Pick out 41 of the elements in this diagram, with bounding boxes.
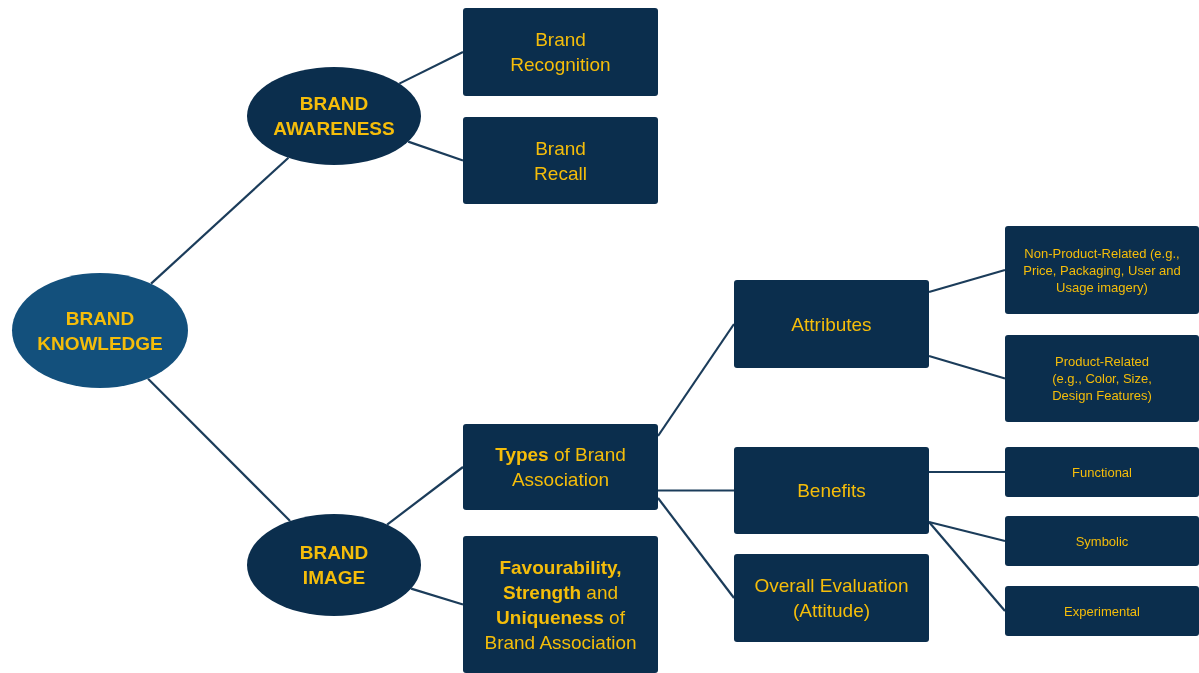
- node-label: Types of Brand Association: [494, 443, 627, 492]
- concept-box: [734, 447, 929, 534]
- node-label: Brand Recognition: [509, 28, 612, 77]
- concept-box: [463, 8, 658, 96]
- node-label: Non-Product-Related (e.g., Price, Packaging, User and Usage imagery): [1022, 244, 1182, 296]
- node-label: Attributes: [791, 312, 872, 337]
- node-label: Experimental: [1064, 602, 1140, 620]
- node-label: Overall Evaluation (Attitude): [753, 574, 910, 623]
- node-label: BRAND IMAGE: [298, 541, 370, 590]
- connector-line: [398, 51, 464, 85]
- connector-line: [147, 377, 291, 522]
- connector-line: [928, 521, 1006, 612]
- node-label: Favourability, Strength and Uniqueness of Brand Association: [483, 555, 638, 655]
- connector-line: [386, 466, 464, 526]
- node-label: Symbolic: [1075, 532, 1129, 550]
- connector-line: [410, 587, 464, 606]
- connector-line: [928, 268, 1006, 294]
- connector-line: [658, 489, 734, 492]
- concept-box: [463, 117, 658, 204]
- connector-line: [928, 520, 1006, 543]
- connector-line: [150, 156, 290, 285]
- node-label: Benefits: [797, 479, 866, 503]
- node-label: Functional: [1072, 463, 1132, 481]
- node-label: BRAND AWARENESS: [272, 92, 396, 141]
- concept-box: [1005, 447, 1199, 497]
- node-label: Brand Recall: [533, 136, 588, 186]
- node-label: Product-Related (e.g., Color, Size, Design Features): [1051, 353, 1153, 404]
- connector-line: [407, 140, 464, 162]
- concept-box: [734, 554, 929, 642]
- concept-box: [463, 424, 658, 510]
- concept-box: [1005, 516, 1199, 566]
- connector-line: [929, 470, 1005, 474]
- connector-line: [657, 497, 735, 599]
- concept-box: [463, 536, 658, 673]
- concept-box: [1005, 335, 1199, 422]
- connector-line: [657, 323, 735, 437]
- node-label: BRAND KNOWLEDGE: [36, 306, 164, 356]
- concept-box: [1005, 586, 1199, 636]
- concept-box: [1005, 226, 1199, 314]
- connector-line: [928, 354, 1006, 380]
- concept-box: [734, 280, 929, 368]
